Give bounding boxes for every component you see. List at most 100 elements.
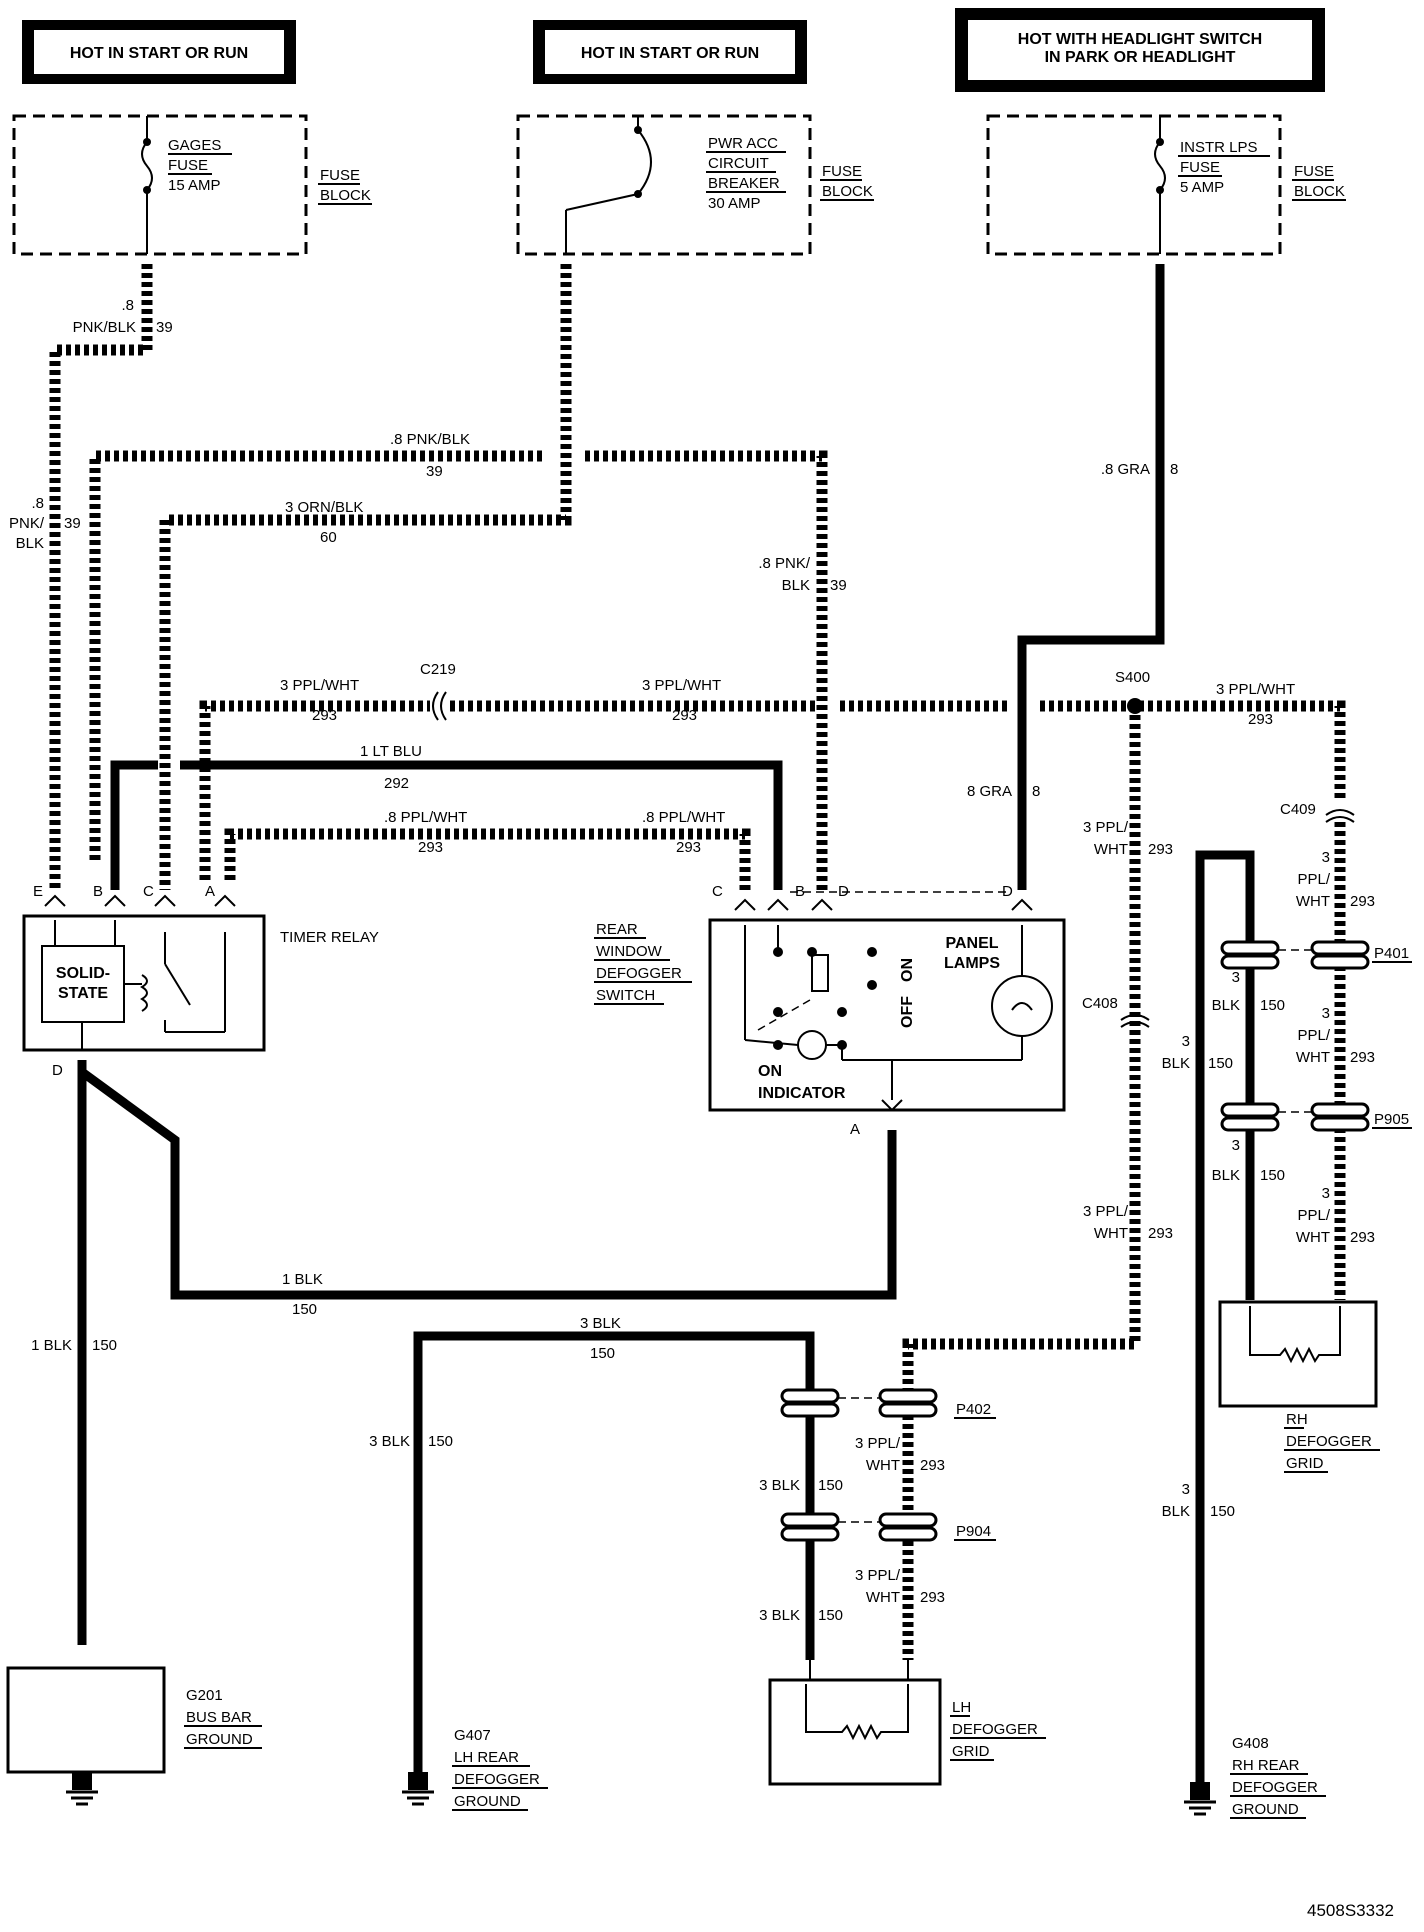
fuse-block-gages: GAGES FUSE 15 AMP FUSE BLOCK [12,114,372,256]
svg-text:150: 150 [428,1433,453,1450]
svg-text:DEFOGGER: DEFOGGER [454,1771,540,1788]
svg-text:INSTR LPS: INSTR LPS [1180,139,1258,156]
svg-text:3: 3 [1232,1137,1240,1154]
svg-text:293: 293 [418,839,443,856]
svg-text:60: 60 [320,529,337,546]
svg-text:D: D [1002,883,1013,900]
svg-text:D: D [838,883,849,900]
svg-text:293: 293 [672,707,697,724]
svg-text:293: 293 [676,839,701,856]
svg-text:G407: G407 [454,1727,491,1744]
svg-text:GROUND: GROUND [186,1731,253,1748]
hot-headlight-label-line2: IN PARK OR HEADLIGHT [1045,49,1236,66]
svg-text:G408: G408 [1232,1735,1269,1752]
svg-text:8 GRA: 8 GRA [967,783,1012,800]
svg-text:FUSE: FUSE [168,157,208,174]
svg-text:PPL/: PPL/ [1297,871,1330,888]
svg-text:DEFOGGER: DEFOGGER [1232,1779,1318,1796]
timer-relay: SOLID- STATE TIMER RELAY [22,914,379,1052]
svg-text:REAR: REAR [596,921,638,938]
svg-text:DEFOGGER: DEFOGGER [952,1721,1038,1738]
svg-text:150: 150 [1260,997,1285,1014]
svg-text:3: 3 [1182,1033,1190,1050]
svg-text:.8 PNK/BLK: .8 PNK/BLK [390,431,470,448]
svg-text:FUSE: FUSE [1180,159,1220,176]
svg-text:BREAKER: BREAKER [708,175,780,192]
svg-text:293: 293 [1148,1225,1173,1242]
svg-text:RH REAR: RH REAR [1232,1757,1300,1774]
connector-p904 [780,1512,938,1542]
svg-text:150: 150 [92,1337,117,1354]
svg-text:LH REAR: LH REAR [454,1749,519,1766]
svg-text:3 BLK: 3 BLK [759,1477,800,1494]
svg-text:.8 PNK/: .8 PNK/ [758,555,811,572]
svg-text:293: 293 [1248,711,1273,728]
svg-text:B: B [795,883,805,900]
svg-text:293: 293 [920,1589,945,1606]
defogger-switch: ON OFF PANEL LAMPS ON INDICATOR REAR WIN… [594,891,1066,1112]
splice-s400 [1127,698,1143,714]
svg-text:39: 39 [426,463,443,480]
svg-text:WHT: WHT [1296,1049,1330,1066]
svg-text:WHT: WHT [1094,841,1128,858]
svg-text:3 PPL/: 3 PPL/ [1083,819,1129,836]
hatched-wires [49,264,1346,1660]
rh-defogger-grid: RH DEFOGGER GRID [1218,1300,1380,1473]
svg-text:WHT: WHT [1094,1225,1128,1242]
lh-defogger-grid: LH DEFOGGER GRID [768,1660,1046,1786]
svg-text:3: 3 [1322,849,1330,866]
svg-text:8: 8 [1170,461,1178,478]
svg-text:GROUND: GROUND [1232,1801,1299,1818]
svg-text:SOLID-: SOLID- [56,965,110,982]
ground-g408: G408 RH REAR DEFOGGER GROUND [1184,1735,1326,1819]
svg-text:A: A [205,883,215,900]
svg-text:P905: P905 [1374,1111,1409,1128]
svg-text:ON: ON [758,1063,782,1080]
svg-text:P904: P904 [956,1523,991,1540]
svg-text:3 PPL/WHT: 3 PPL/WHT [642,677,721,694]
connector-c219 [432,691,447,721]
connector-c409 [1325,809,1355,823]
svg-text:RH: RH [1286,1411,1308,1428]
svg-text:30 AMP: 30 AMP [708,195,761,212]
svg-text:150: 150 [818,1477,843,1494]
svg-text:3 PPL/WHT: 3 PPL/WHT [1216,681,1295,698]
svg-text:E: E [33,883,43,900]
ground-g407: G407 LH REAR DEFOGGER GROUND [402,1727,548,1811]
svg-text:PPL/: PPL/ [1297,1027,1330,1044]
svg-text:BLOCK: BLOCK [822,183,873,200]
wire-labels: .8 PNK/BLK 39 .8 PNK/ BLK 39 .8 PNK/BLK … [9,297,1412,1624]
svg-text:8: 8 [1032,783,1040,800]
svg-text:WHT: WHT [866,1589,900,1606]
solid-wires [77,264,1255,1790]
svg-text:WHT: WHT [866,1457,900,1474]
svg-text:ON: ON [899,958,916,982]
svg-text:LAMPS: LAMPS [944,955,1000,972]
svg-text:BUS BAR: BUS BAR [186,1709,252,1726]
svg-text:BLK: BLK [1162,1503,1190,1520]
svg-text:INDICATOR: INDICATOR [758,1085,846,1102]
svg-text:3 PPL/WHT: 3 PPL/WHT [280,677,359,694]
svg-text:S400: S400 [1115,669,1150,686]
svg-text:150: 150 [590,1345,615,1362]
svg-text:3: 3 [1322,1005,1330,1022]
svg-text:BLK: BLK [1162,1055,1190,1072]
svg-text:WHT: WHT [1296,893,1330,910]
svg-text:293: 293 [1148,841,1173,858]
hot-start-run-label-1: HOT IN START OR RUN [70,45,248,62]
hot-headlight-label-line1: HOT WITH HEADLIGHT SWITCH [1018,31,1262,48]
svg-text:C409: C409 [1280,801,1316,818]
timer-relay-label: TIMER RELAY [280,929,379,946]
svg-text:150: 150 [1260,1167,1285,1184]
svg-text:3: 3 [1182,1481,1190,1498]
switch-pins: C B D D A [712,883,1033,1138]
svg-text:FUSE: FUSE [822,163,862,180]
svg-text:.8 PPL/WHT: .8 PPL/WHT [642,809,725,826]
svg-text:39: 39 [64,515,81,532]
svg-text:G201: G201 [186,1687,223,1704]
svg-text:WHT: WHT [1296,1229,1330,1246]
svg-text:C408: C408 [1082,995,1118,1012]
power-header-3: HOT WITH HEADLIGHT SWITCH IN PARK OR HEA… [955,8,1325,92]
svg-text:39: 39 [156,319,173,336]
svg-text:PNK/: PNK/ [9,515,45,532]
